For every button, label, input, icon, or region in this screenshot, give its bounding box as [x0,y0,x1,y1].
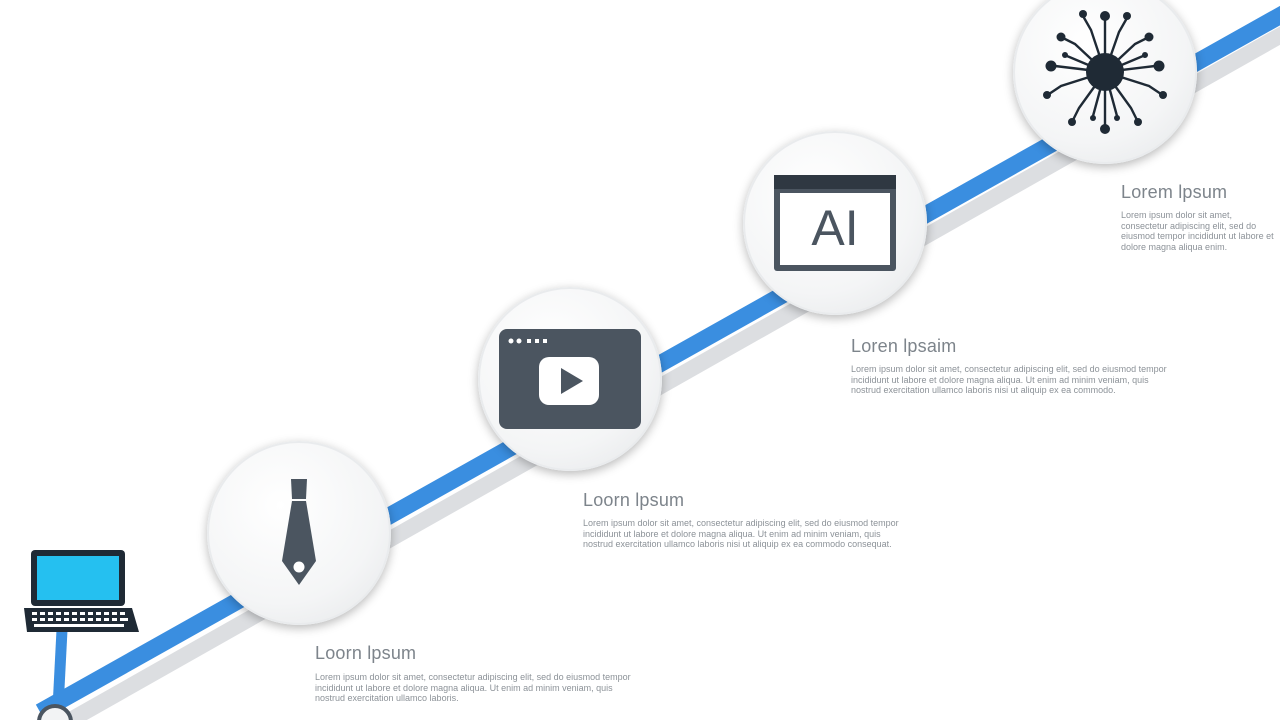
milestone-node-1 [207,441,391,625]
milestone-title: Lorem lpsum [1121,182,1228,202]
neural-circuit-icon [1043,10,1167,134]
milestone-node-2 [478,287,662,471]
milestone-description: Lorem ipsum dolor sit amet, consectetur … [583,518,899,549]
ai-window-icon: AI [774,175,896,271]
start-node [37,704,73,720]
tie-icon [282,479,316,585]
milestone-description: Lorem ipsum dolor sit amet, consectetur … [1121,210,1274,252]
laptop-connector [52,629,68,709]
ai-label: AI [811,200,858,256]
milestone-description: Lorem ipsum dolor sit amet, consectetur … [851,364,1167,395]
video-player-icon [499,329,641,429]
milestone-node-3: AI [743,131,927,315]
milestone-node-4 [1013,0,1197,164]
milestone-description: Lorem ipsum dolor sit amet, consectetur … [315,672,631,703]
milestone-title: Loorn lpsum [583,490,685,510]
milestone-title: Loorn lpsum [315,643,417,663]
milestone-title: Loren lpsaim [851,336,957,356]
laptop-icon [24,550,139,632]
